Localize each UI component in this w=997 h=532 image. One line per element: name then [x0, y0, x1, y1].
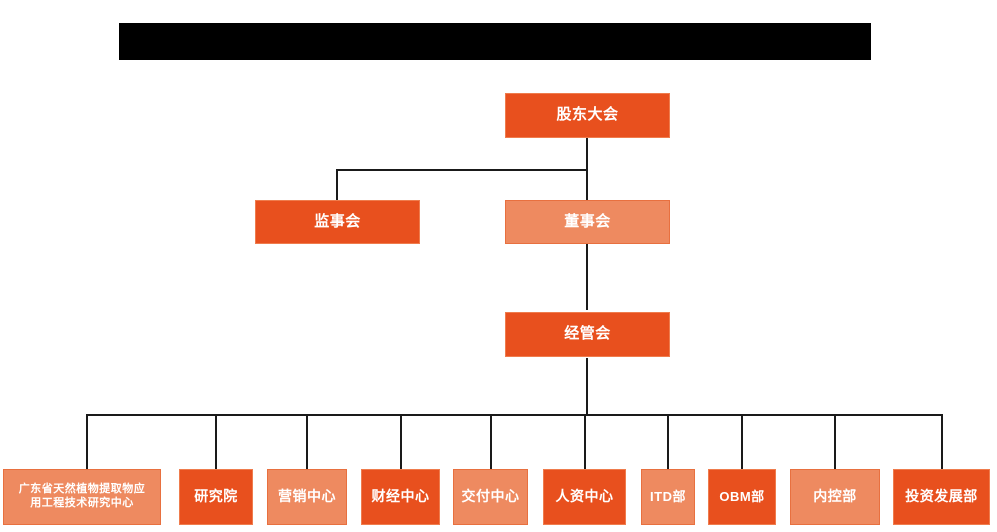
node-label-guangdong-research-center: 广东省天然植物提取物应 用工程技术研究中心: [15, 483, 150, 511]
node-finance-center[interactable]: 财经中心: [361, 469, 440, 525]
connector-bus-level4: [87, 414, 943, 416]
connector-drop-finance-center: [400, 414, 402, 469]
connector-bus-to-directors: [586, 169, 588, 200]
node-label-board-of-directors: 董事会: [564, 212, 611, 230]
connector-drop-marketing-center: [306, 414, 308, 469]
connector-drop-investment-development-department: [941, 414, 943, 469]
node-label-hr-center: 人资中心: [555, 488, 614, 505]
node-label-marketing-center: 营销中心: [278, 488, 336, 505]
node-label-research-institute: 研究院: [194, 488, 238, 505]
node-label-line1: 广东省天然植物提取物应: [18, 483, 146, 496]
connector-drop-hr-center: [584, 414, 586, 469]
node-shareholders-meeting[interactable]: 股东大会: [505, 93, 670, 138]
node-board-of-supervisors[interactable]: 监事会: [255, 200, 420, 244]
node-marketing-center[interactable]: 营销中心: [267, 469, 347, 525]
connector-bus-level2: [336, 169, 588, 171]
connector-drop-research-institute: [215, 414, 217, 469]
node-label-itd-department: ITD部: [650, 488, 686, 504]
node-label-board-of-supervisors: 监事会: [314, 212, 361, 230]
connector-drop-itd-department: [667, 414, 669, 469]
node-label-internal-control-department: 内控部: [813, 488, 857, 505]
node-guangdong-research-center[interactable]: 广东省天然植物提取物应 用工程技术研究中心: [3, 469, 161, 525]
node-label-delivery-center: 交付中心: [461, 488, 520, 505]
node-label-finance-center: 财经中心: [371, 488, 430, 505]
node-label-investment-development-department: 投资发展部: [905, 488, 978, 505]
node-obm-department[interactable]: OBM部: [708, 469, 776, 525]
connector-drop-guangdong-research-center: [86, 414, 88, 469]
node-label-shareholders-meeting: 股东大会: [556, 106, 619, 124]
node-research-institute[interactable]: 研究院: [179, 469, 253, 525]
node-label-obm-department: OBM部: [719, 488, 765, 504]
connector-drop-delivery-center: [490, 414, 492, 469]
node-hr-center[interactable]: 人资中心: [543, 469, 626, 525]
connector-directors-to-management: [586, 243, 588, 310]
connector-management-to-bus: [586, 358, 588, 415]
redacted-title-bar: [119, 23, 871, 60]
node-internal-control-department[interactable]: 内控部: [790, 469, 880, 525]
node-label-line2: 用工程技术研究中心: [30, 497, 134, 509]
node-delivery-center[interactable]: 交付中心: [453, 469, 528, 525]
node-itd-department[interactable]: ITD部: [641, 469, 695, 525]
connector-shareholders-to-bus: [586, 138, 588, 171]
node-investment-development-department[interactable]: 投资发展部: [893, 469, 990, 525]
node-label-management-committee: 经管会: [564, 325, 611, 343]
connector-drop-obm-department: [741, 414, 743, 469]
node-board-of-directors[interactable]: 董事会: [505, 200, 670, 244]
connector-bus-to-supervisors: [336, 169, 338, 200]
node-management-committee[interactable]: 经管会: [505, 312, 670, 357]
connector-drop-internal-control-department: [834, 414, 836, 469]
